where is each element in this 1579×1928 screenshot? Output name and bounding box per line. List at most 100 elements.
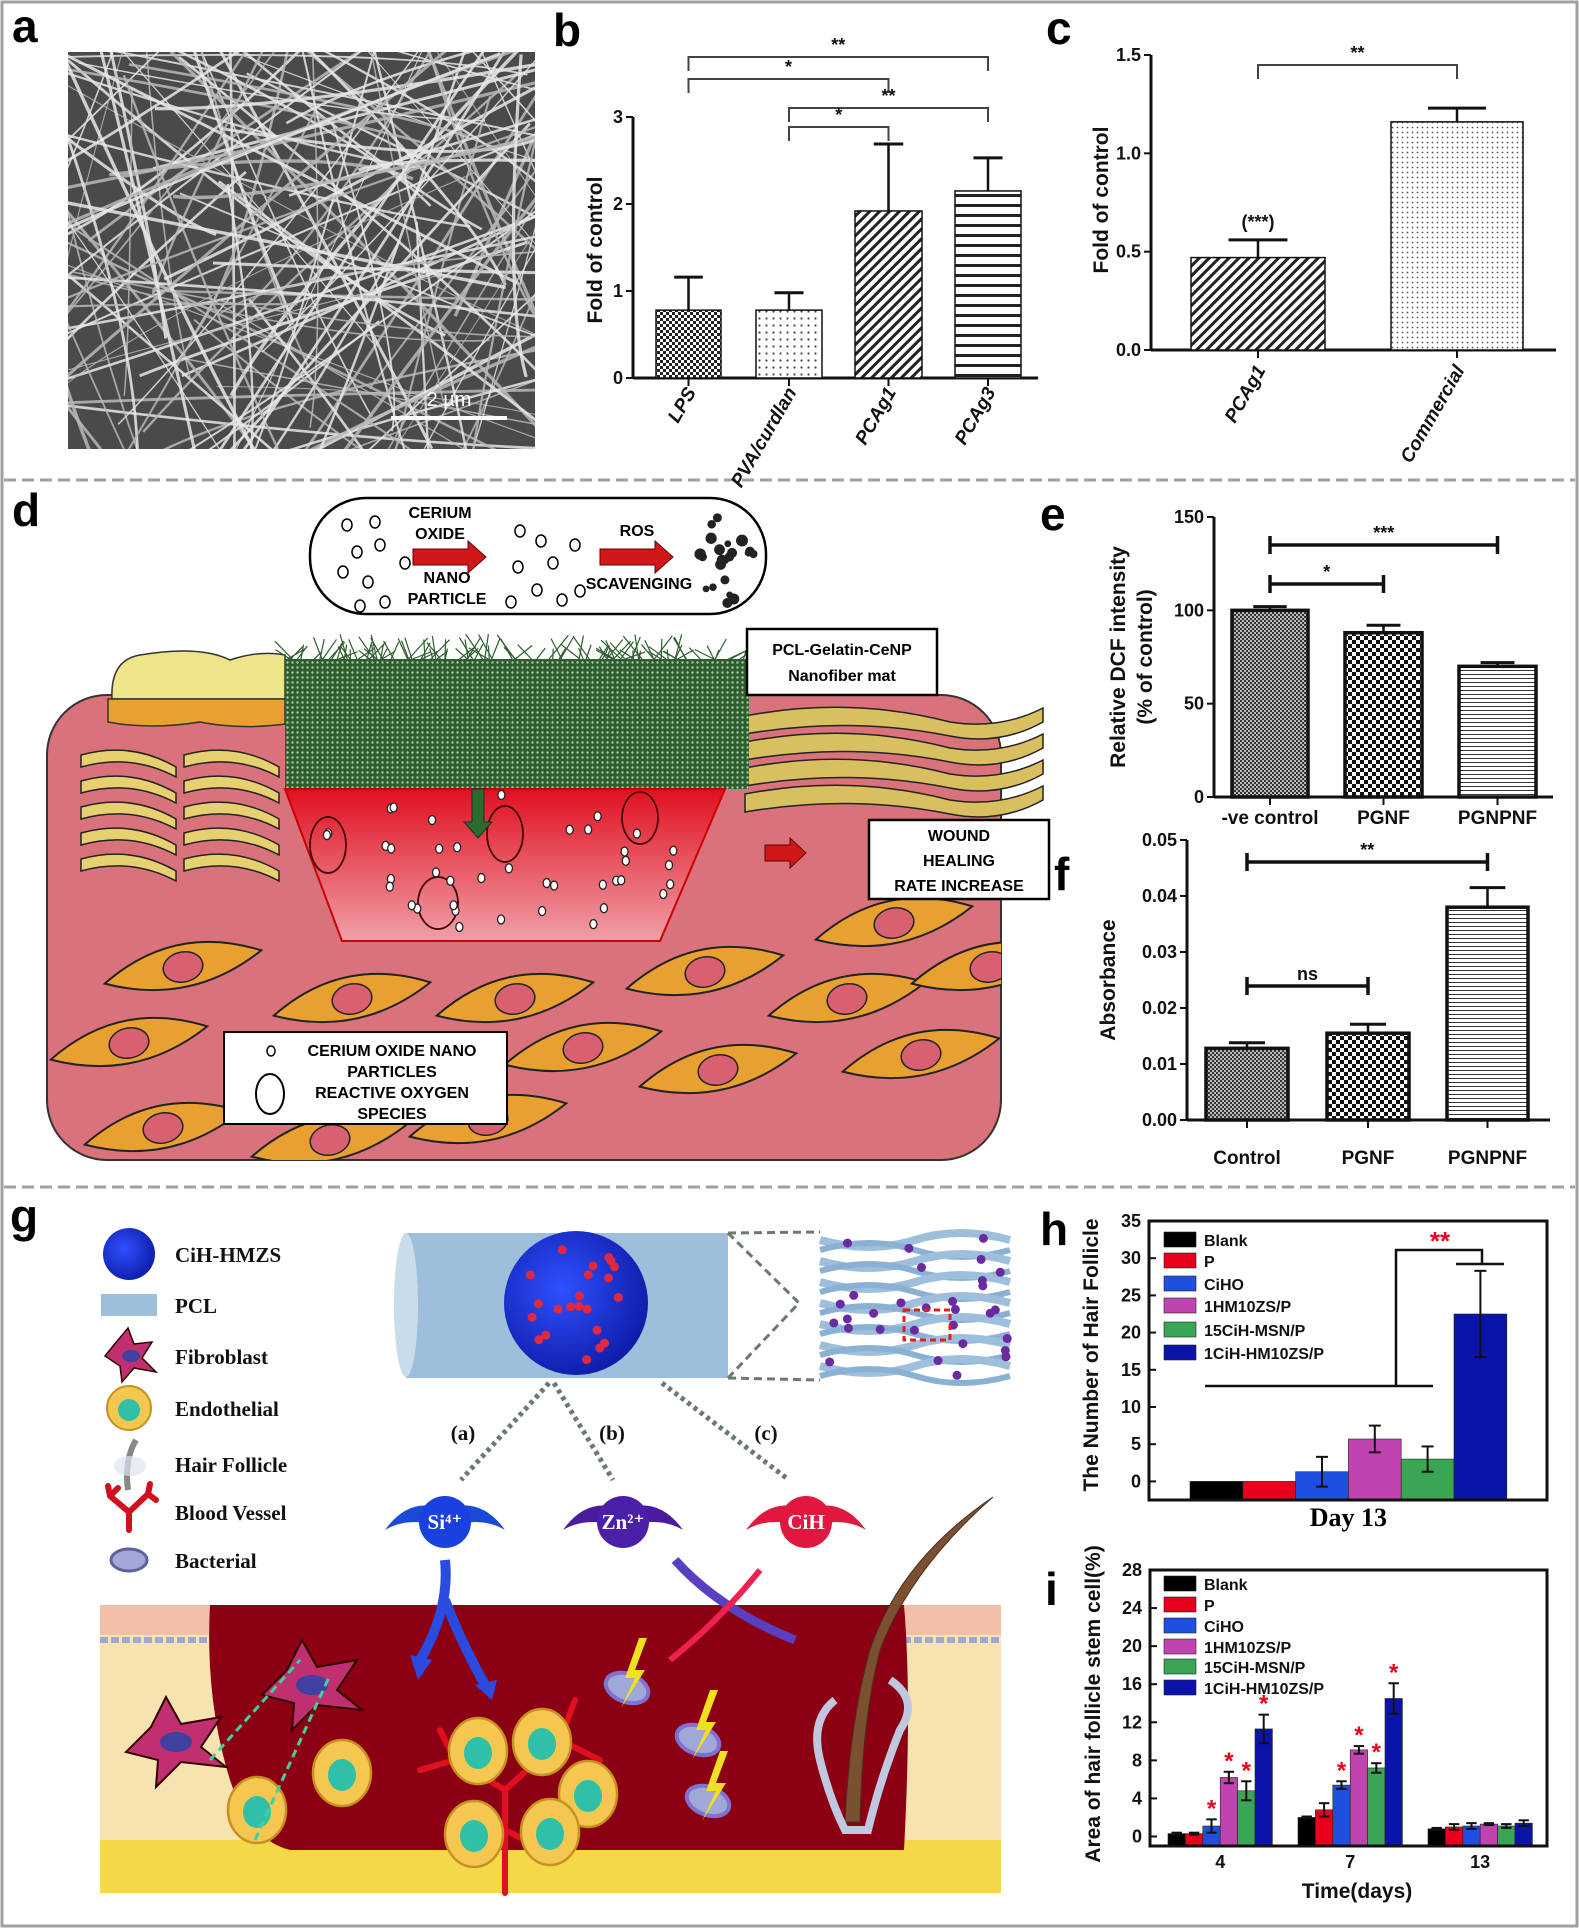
y-axis-label: Area of hair follicle stem cell(%) <box>1082 1545 1105 1862</box>
nanofiber <box>301 52 406 449</box>
collagen-fiber <box>80 749 177 779</box>
nanoparticle <box>362 575 374 589</box>
cih-molecule <box>541 1330 551 1340</box>
fibroblast-cell <box>82 1101 244 1153</box>
y-tick-label: 0.03 <box>1142 942 1177 962</box>
nanofiber <box>128 63 470 138</box>
nanoparticle <box>537 905 547 917</box>
scavenged-particle <box>714 544 725 556</box>
nanofiber <box>358 636 375 660</box>
y-tick-label: 35 <box>1121 1211 1141 1231</box>
nanofiber <box>68 134 139 449</box>
outcome-text: RATE INCREASE <box>894 878 1024 895</box>
schematic-legend-text: SPECIES <box>357 1106 427 1123</box>
sphere-particle <box>977 1276 987 1286</box>
legend-label: P <box>1204 1254 1215 1271</box>
bar <box>1343 630 1424 799</box>
legend-label: CiHO <box>1204 1619 1244 1636</box>
y-tick-label: 1.0 <box>1116 143 1141 163</box>
cih-hmzs-icon <box>103 1228 155 1280</box>
cih-molecule <box>583 1270 593 1280</box>
x-tick-label: Day 13 <box>1310 1503 1387 1532</box>
nanofiber <box>319 52 466 449</box>
nanofiber <box>254 52 375 449</box>
bar <box>1427 1828 1446 1847</box>
bar <box>1230 608 1310 799</box>
x-tick-label: PGNPNF <box>1448 1148 1527 1169</box>
sphere-particle <box>995 1267 1005 1277</box>
fibroblast-cell <box>813 896 975 948</box>
mat-label: Nanofiber mat <box>788 668 896 685</box>
nanofiber <box>600 639 622 660</box>
significance-star: * <box>1337 1757 1347 1784</box>
ros-species <box>417 876 459 930</box>
significance-label: ns <box>1297 964 1318 984</box>
y-tick-label: 0 <box>1194 787 1204 807</box>
significance-bracket <box>788 107 989 122</box>
nanofiber <box>163 85 535 281</box>
nanoparticle <box>431 867 441 878</box>
sphere-particle <box>842 1314 852 1324</box>
capsule-text: OXIDE <box>415 526 465 543</box>
nanofiber-mat <box>285 659 749 789</box>
nanofiber <box>430 639 451 660</box>
nanofiber <box>400 640 410 660</box>
cih-molecule <box>582 1355 592 1365</box>
plot-frame <box>1147 1219 1549 1502</box>
fibroblast-cell <box>766 972 928 1024</box>
arrow-head <box>475 1680 497 1700</box>
y-tick-label: 8 <box>1132 1750 1142 1770</box>
bar <box>1384 1698 1403 1847</box>
fibroblast-cell <box>624 945 786 997</box>
y-tick-label: 10 <box>1121 1397 1141 1417</box>
x-tick-label: PCAg1 <box>1221 362 1270 426</box>
ion-label: Zn²⁺ <box>601 1510 644 1534</box>
ros-species <box>621 791 659 845</box>
nanofiber <box>139 241 528 378</box>
significance-label: ** <box>831 35 845 55</box>
y-tick-label: 100 <box>1174 600 1204 620</box>
nanofiber <box>560 643 581 660</box>
nanofiber <box>472 226 535 449</box>
blood-vessel-icon <box>105 1481 159 1533</box>
y-tick-label: 16 <box>1122 1674 1142 1694</box>
y-tick-label: 24 <box>1122 1598 1142 1618</box>
y-axis-label: Absorbance <box>1097 919 1120 1040</box>
nanofiber <box>468 647 489 660</box>
cih-molecule <box>574 1291 584 1301</box>
significance-label: ** <box>1360 840 1374 860</box>
nanofiber <box>536 647 546 660</box>
endothelial-cell <box>519 1797 581 1867</box>
nanoparticle <box>512 560 524 574</box>
nanofiber <box>370 634 378 660</box>
nanofiber <box>309 345 535 449</box>
nanofiber <box>644 639 655 660</box>
y-axis-label: Relative DCF intensity <box>1107 546 1130 768</box>
pcl-icon <box>101 1294 157 1316</box>
nanofiber <box>226 183 254 449</box>
nanofiber <box>478 634 493 660</box>
nanoparticle <box>322 829 332 841</box>
nanofiber <box>444 639 447 660</box>
fibroblast-cell <box>502 1021 664 1073</box>
collagen-fiber <box>80 827 177 857</box>
y-tick-label: 20 <box>1122 1636 1142 1656</box>
legend-swatch <box>1163 1658 1197 1675</box>
y-tick-label: 5 <box>1131 1434 1141 1454</box>
bar <box>1367 1767 1386 1847</box>
plot-frame <box>1148 1568 1549 1848</box>
panel-label-a: a <box>12 0 38 52</box>
migration-arrow <box>208 1658 302 1762</box>
nanofiber <box>491 637 501 660</box>
nanoparticle <box>632 828 642 839</box>
scavenged-particle <box>707 519 716 529</box>
collagen-fiber <box>183 827 280 857</box>
arrow-head <box>410 1655 432 1680</box>
nanofiber <box>322 639 337 660</box>
x-tick-label: PGNF <box>1342 1148 1395 1169</box>
nanofiber <box>706 645 715 660</box>
hair-follicle-schematic: CiH-HMZS PCL Fibroblast Endothelial Hair… <box>100 1228 1012 1896</box>
nanofiber <box>619 649 635 660</box>
scavenged-particle <box>744 549 753 557</box>
